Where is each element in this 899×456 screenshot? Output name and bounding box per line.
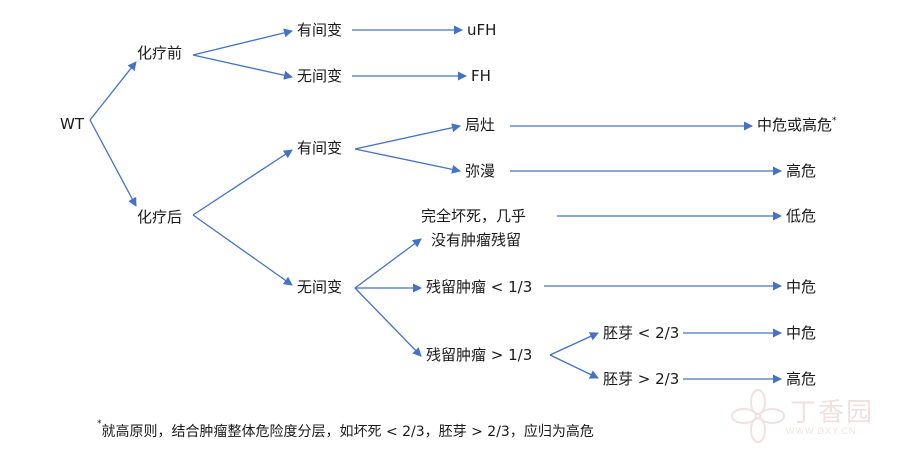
- arrow-root-to-post-chemo: [89, 119, 137, 207]
- post-chemo-node: 化疗后: [137, 208, 183, 226]
- intermediate-risk-node-1: 中危: [786, 278, 817, 296]
- root-node: WT: [60, 115, 84, 133]
- arrow-post-chemo-to-anaplasia-yes: [192, 149, 293, 216]
- intermediate-or-high-label: 中危或高危: [757, 116, 833, 134]
- diffuse-node: 弥漫: [465, 162, 496, 180]
- high-risk-node-2: 高危: [786, 370, 817, 388]
- pre-chemo-node: 化疗前: [137, 44, 183, 62]
- arrow-residual-gt-to-blastema-lt: [549, 332, 599, 356]
- intermediate-risk-node-2: 中危: [786, 324, 817, 342]
- flower-icon: [731, 389, 785, 443]
- arrow-residual-gt-to-blastema-gt: [549, 354, 599, 379]
- fh-node: FH: [471, 67, 491, 85]
- intermediate-or-high-node: 中危或高危*: [757, 116, 837, 137]
- footnote-asterisk: *: [97, 419, 102, 429]
- post-anaplasia-no-node: 无间变: [297, 278, 343, 296]
- footnote-marker: *: [832, 116, 837, 126]
- high-risk-node-1: 高危: [786, 162, 817, 180]
- arrow-pre-chemo-to-anaplasia-yes: [192, 28, 293, 56]
- residual-lt-node: 残留肿瘤 < 1/3: [426, 278, 533, 296]
- focal-node: 局灶: [465, 116, 496, 134]
- blastema-gt-node: 胚芽 > 2/3: [603, 370, 680, 388]
- footnote: *就高原则，结合肿瘤整体危险度分层，如坏死 < 2/3，胚芽 > 2/3，应归为…: [97, 419, 594, 441]
- low-risk-node: 低危: [786, 207, 817, 225]
- arrow-post-no-to-residual-gt: [354, 287, 422, 357]
- arrow-root-to-pre-chemo: [89, 61, 137, 121]
- pre-anaplasia-yes-node: 有间变: [297, 21, 343, 39]
- arrow-post-no-to-complete-necrosis: [354, 238, 422, 289]
- footnote-text: 就高原则，结合肿瘤整体危险度分层，如坏死 < 2/3，胚芽 > 2/3，应归为高…: [101, 424, 594, 440]
- arrow-post-yes-to-diffuse: [354, 148, 461, 174]
- post-anaplasia-yes-node: 有间变: [297, 139, 343, 157]
- complete-necrosis-line2: 没有肿瘤残留: [431, 231, 522, 249]
- blastema-lt-node: 胚芽 < 2/3: [603, 324, 680, 342]
- watermark-url: WWW.DXY.CN: [786, 426, 857, 436]
- watermark-text: 丁香园: [790, 398, 875, 428]
- residual-gt-node: 残留肿瘤 > 1/3: [426, 346, 533, 364]
- ufh-node: uFH: [467, 21, 497, 39]
- arrow-post-chemo-to-anaplasia-no: [192, 214, 293, 286]
- pre-anaplasia-no-node: 无间变: [297, 67, 343, 85]
- watermark-logo: 丁香园 WWW.DXY.CN: [730, 388, 890, 448]
- arrow-pre-chemo-to-anaplasia-no: [192, 54, 293, 80]
- complete-necrosis-line1: 完全坏死，几乎: [421, 207, 527, 225]
- arrow-post-yes-to-focal: [354, 123, 461, 150]
